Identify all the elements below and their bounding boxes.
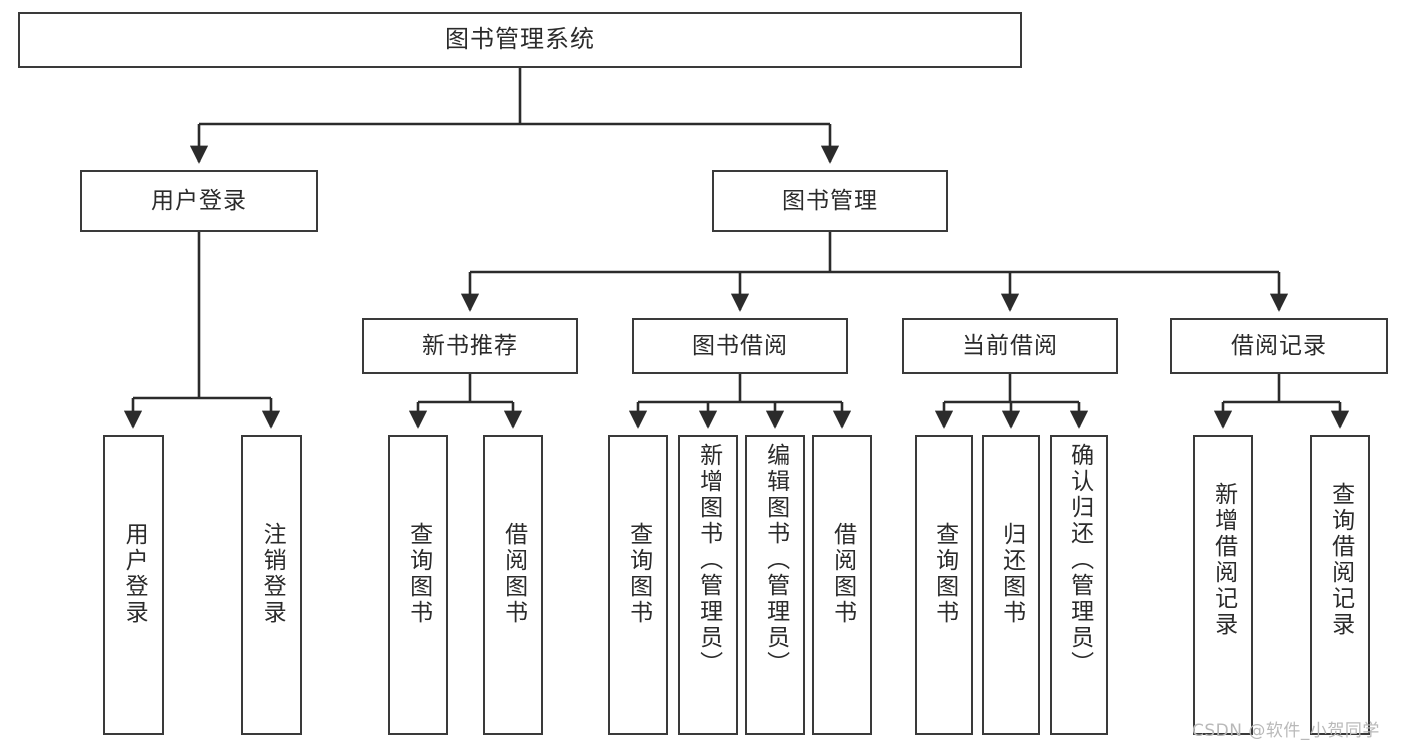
node-current-borrow-label: 当前借阅 bbox=[962, 332, 1058, 359]
node-user-login-label: 用户登录 bbox=[151, 187, 247, 214]
leaf-query-book-rec-label: 查询图书 bbox=[405, 522, 432, 626]
csdn-watermark: CSDN @软件_小贺同学 bbox=[1192, 721, 1380, 741]
leaf-add-borrow-record-label: 新增借阅记录 bbox=[1210, 482, 1237, 638]
leaf-user-login[interactable]: 用户登录 bbox=[103, 435, 164, 735]
node-user-login[interactable]: 用户登录 bbox=[80, 170, 318, 232]
leaf-add-borrow-record[interactable]: 新增借阅记录 bbox=[1193, 435, 1253, 735]
node-new-book-rec-label: 新书推荐 bbox=[422, 332, 518, 359]
node-borrow-record[interactable]: 借阅记录 bbox=[1170, 318, 1388, 374]
leaf-confirm-return-admin-label: 确认归还（管理员） bbox=[1066, 443, 1093, 677]
leaf-add-book-admin[interactable]: 新增图书（管理员） bbox=[678, 435, 738, 735]
node-book-borrow[interactable]: 图书借阅 bbox=[632, 318, 848, 374]
leaf-borrow-book-rec[interactable]: 借阅图书 bbox=[483, 435, 543, 735]
leaf-confirm-return-admin[interactable]: 确认归还（管理员） bbox=[1050, 435, 1108, 735]
node-book-manage[interactable]: 图书管理 bbox=[712, 170, 948, 232]
leaf-borrow-book-label: 借阅图书 bbox=[829, 522, 856, 626]
leaf-edit-book-admin-label: 编辑图书（管理员） bbox=[762, 443, 789, 677]
leaf-borrow-book-rec-label: 借阅图书 bbox=[500, 522, 527, 626]
node-borrow-record-label: 借阅记录 bbox=[1231, 332, 1327, 359]
leaf-borrow-book[interactable]: 借阅图书 bbox=[812, 435, 872, 735]
leaf-query-borrow-record-label: 查询借阅记录 bbox=[1327, 482, 1354, 638]
leaf-edit-book-admin[interactable]: 编辑图书（管理员） bbox=[745, 435, 805, 735]
leaf-query-book-borrow[interactable]: 查询图书 bbox=[608, 435, 668, 735]
leaf-user-logout[interactable]: 注销登录 bbox=[241, 435, 302, 735]
leaf-query-book-rec[interactable]: 查询图书 bbox=[388, 435, 448, 735]
node-book-borrow-label: 图书借阅 bbox=[692, 332, 788, 359]
leaf-user-login-label: 用户登录 bbox=[121, 522, 148, 626]
leaf-return-book-label: 归还图书 bbox=[998, 522, 1025, 626]
leaf-query-borrow-record[interactable]: 查询借阅记录 bbox=[1310, 435, 1370, 735]
leaf-add-book-admin-label: 新增图书（管理员） bbox=[695, 443, 722, 677]
node-book-manage-label: 图书管理 bbox=[782, 187, 878, 214]
node-root-label: 图书管理系统 bbox=[445, 25, 595, 54]
leaf-return-book[interactable]: 归还图书 bbox=[982, 435, 1040, 735]
leaf-query-book-current-label: 查询图书 bbox=[931, 522, 958, 626]
node-current-borrow[interactable]: 当前借阅 bbox=[902, 318, 1118, 374]
node-root[interactable]: 图书管理系统 bbox=[18, 12, 1022, 68]
node-new-book-rec[interactable]: 新书推荐 bbox=[362, 318, 578, 374]
leaf-user-logout-label: 注销登录 bbox=[259, 522, 286, 626]
leaf-query-book-current[interactable]: 查询图书 bbox=[915, 435, 973, 735]
leaf-query-book-borrow-label: 查询图书 bbox=[625, 522, 652, 626]
